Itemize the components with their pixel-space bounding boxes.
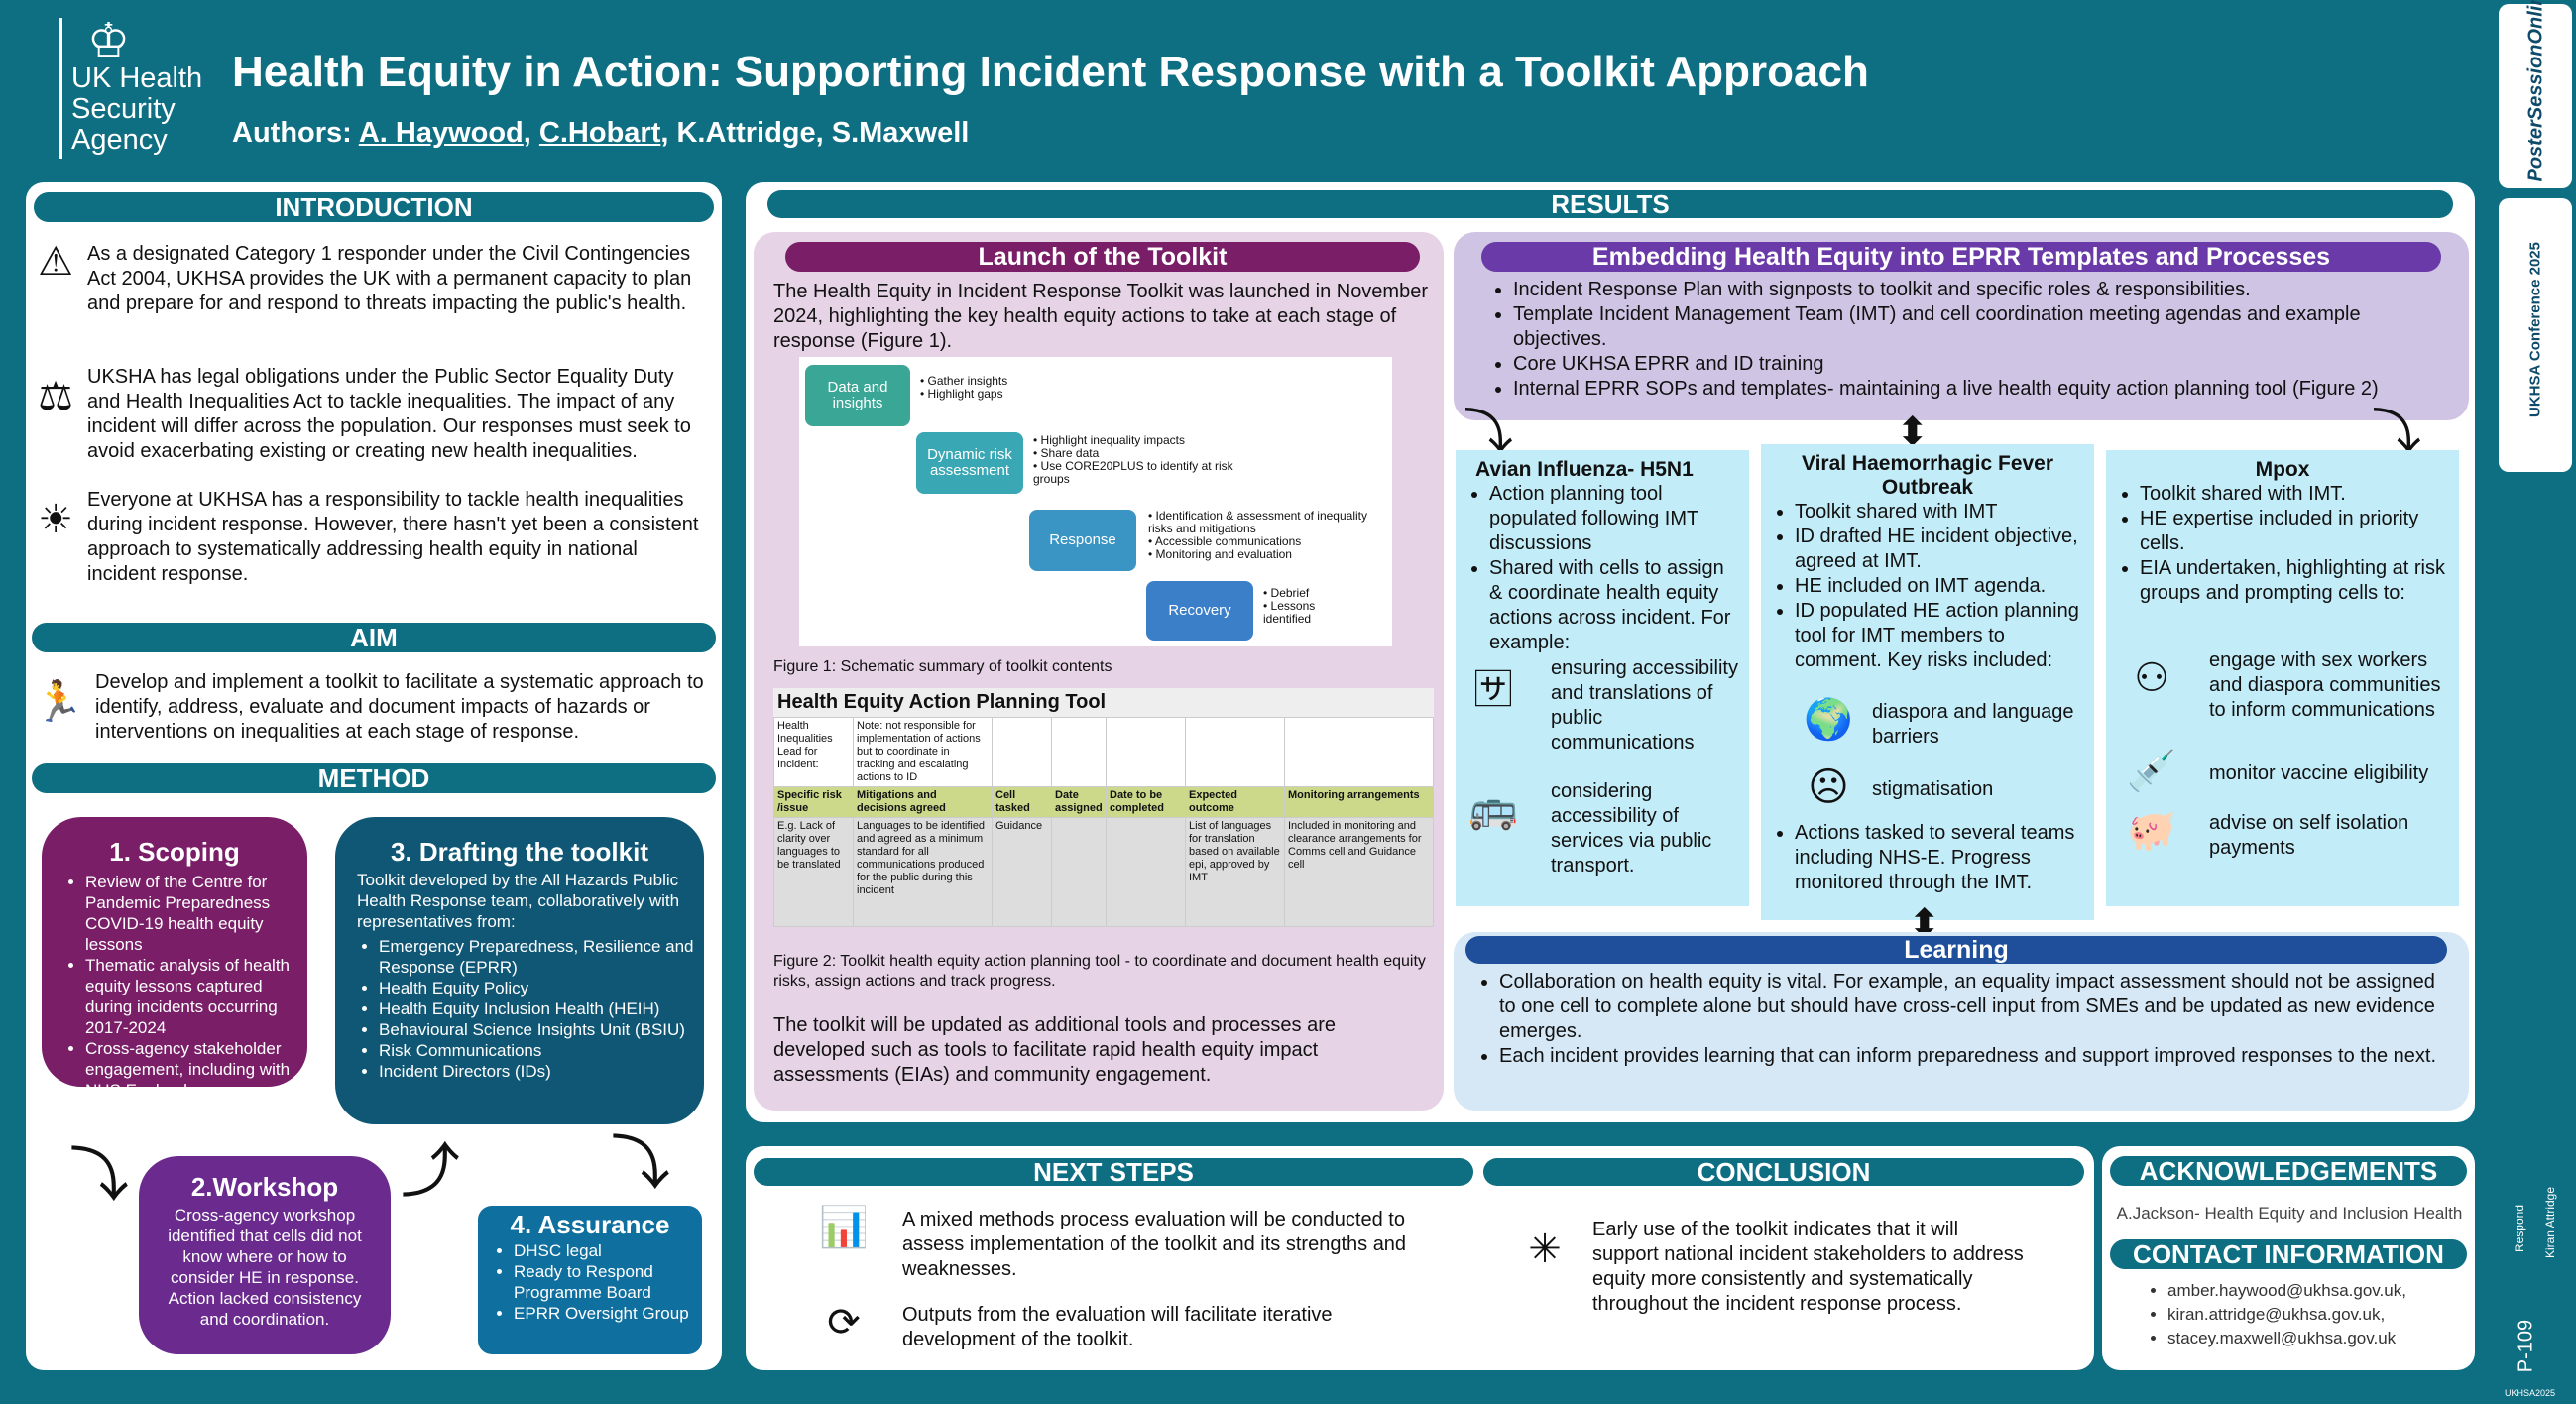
bus-icon: 🚌 [1468,787,1518,831]
contact-panel: ACKNOWLEDGEMENTS A.Jackson- Health Equit… [2102,1146,2475,1370]
ack-text: A.Jackson- Health Equity and Inclusion H… [2116,1204,2463,1223]
stigma-icon: ☹ [1808,765,1849,809]
warning-icon: ⚠ [38,240,73,284]
poster-code: P-109 [2515,1319,2537,1373]
launch-section: Launch of the Toolkit The Health Equity … [754,232,1444,1111]
scales-icon: ⚖ [38,375,73,418]
vaccine-icon: 💉 [2127,750,2176,793]
authors: Authors: A. Haywood, C.Hobart, K.Attridg… [232,117,970,149]
launch-text: The Health Equity in Incident Response T… [773,281,1428,352]
next-steps-p2: Outputs from the evaluation will facilit… [902,1304,1333,1350]
scoping-box: 1. Scoping Review of the Centre for Pand… [42,817,307,1100]
flow-step: Response [1029,510,1136,571]
cycle-icon: ⟳ [827,1301,861,1345]
learning-section: Learning Collaboration on health equity … [1454,932,2469,1111]
contact-heading: CONTACT INFORMATION [2110,1239,2467,1269]
crest-icon: ♔ [87,15,131,67]
next-steps-p1: A mixed methods process evaluation will … [902,1209,1407,1280]
vhf-column: Viral Haemorrhagic Fever Outbreak Toolki… [1761,444,2094,920]
sidebar-author: Kiran Attridge [2543,1186,2557,1259]
action-planning-tool: Health Equity Action Planning Tool Healt… [773,688,1434,927]
assurance-box: 4. Assurance DHSC legalReady to Respond … [478,1206,702,1354]
figure2-caption: Figure 2: Toolkit health equity action p… [773,953,1426,990]
intro-heading: INTRODUCTION [34,192,714,222]
left-panel: INTRODUCTION ⚠ As a designated Category … [26,182,722,1370]
bottom-panel: NEXT STEPS 📊 A mixed methods process eva… [746,1146,2094,1370]
drafting-box: 3. Drafting the toolkit Toolkit develope… [335,817,704,1124]
curved-arrow-icon: ⤵ [69,1142,129,1209]
scoping-list: Review of the Centre for Pandemic Prepar… [42,872,307,1101]
email-link[interactable]: stacey.maxwell@ukhsa.gov.uk [2167,1327,2406,1350]
sidebar-brand: PosterSessionOnline [2499,0,2572,188]
avian-column: Avian Influenza- H5N1 Action planning to… [1456,450,1749,906]
embedding-heading: Embedding Health Equity into EPRR Templa… [1481,242,2441,272]
conclusion-text: Early use of the toolkit indicates that … [1592,1219,2024,1315]
runner-icon: 🏃 [34,680,83,724]
flow-step: Dynamic risk assessment [916,432,1023,494]
mpox-column: Mpox Toolkit shared with IMT.HE expertis… [2106,450,2459,906]
lightbulb-icon: ☀ [38,498,73,541]
embedding-section: Embedding Health Equity into EPRR Templa… [1454,232,2469,420]
network-icon: ✳ [1528,1228,1562,1271]
figure1-caption: Figure 1: Schematic summary of toolkit c… [773,658,1112,675]
poster-tag: UKHSA2025 [2505,1388,2556,1398]
figure1-schematic: Data and insights • Gather insights• Hig… [799,357,1392,646]
aim-text: Develop and implement a toolkit to facil… [95,671,704,743]
ukhsa-logo: ♔ UK Health Security Agency [59,16,228,165]
intro-p2: UKSHA has legal obligations under the Pu… [87,366,691,462]
poster-title: Health Equity in Action: Supporting Inci… [232,48,1869,96]
curved-arrow-icon: ⤵ [611,1130,670,1197]
aim-heading: AIM [32,623,716,652]
sidebar-conference: UKHSA Conference 2025 [2499,198,2572,472]
next-steps-heading: NEXT STEPS [754,1158,1473,1186]
piggy-bank-icon: 🐖 [2127,809,2176,853]
email-link[interactable]: amber.haywood@ukhsa.gov.uk, [2167,1279,2406,1303]
curved-arrow-icon: ⤴ [401,1138,460,1205]
method-heading: METHOD [32,763,716,793]
intro-p3: Everyone at UKHSA has a responsibility t… [87,489,699,585]
results-panel: RESULTS Launch of the Toolkit The Health… [746,182,2475,1122]
launch-heading: Launch of the Toolkit [785,242,1420,272]
contact-list: amber.haywood@ukhsa.gov.uk, kiran.attrid… [2154,1279,2406,1350]
sidebar-theme: Respond [2513,1204,2526,1253]
launch-text2: The toolkit will be updated as additiona… [773,1014,1337,1086]
people-icon: ⚇ [2134,656,2169,700]
results-heading: RESULTS [767,190,2453,218]
learning-heading: Learning [1465,936,2447,964]
intro-p1: As a designated Category 1 responder und… [87,243,692,314]
flow-step: Recovery [1146,581,1253,641]
workshop-box: 2.Workshop Cross-agency workshop identif… [139,1156,391,1354]
globe-icon: 🌍 [1804,698,1853,742]
conclusion-heading: CONCLUSION [1483,1158,2084,1186]
email-link[interactable]: kiran.attridge@ukhsa.gov.uk, [2167,1303,2406,1327]
ack-heading: ACKNOWLEDGEMENTS [2110,1156,2467,1186]
chart-icon: 📊 [819,1206,869,1249]
flow-step: Data and insights [805,365,910,426]
translation-icon: 🈂 [1473,668,1513,712]
